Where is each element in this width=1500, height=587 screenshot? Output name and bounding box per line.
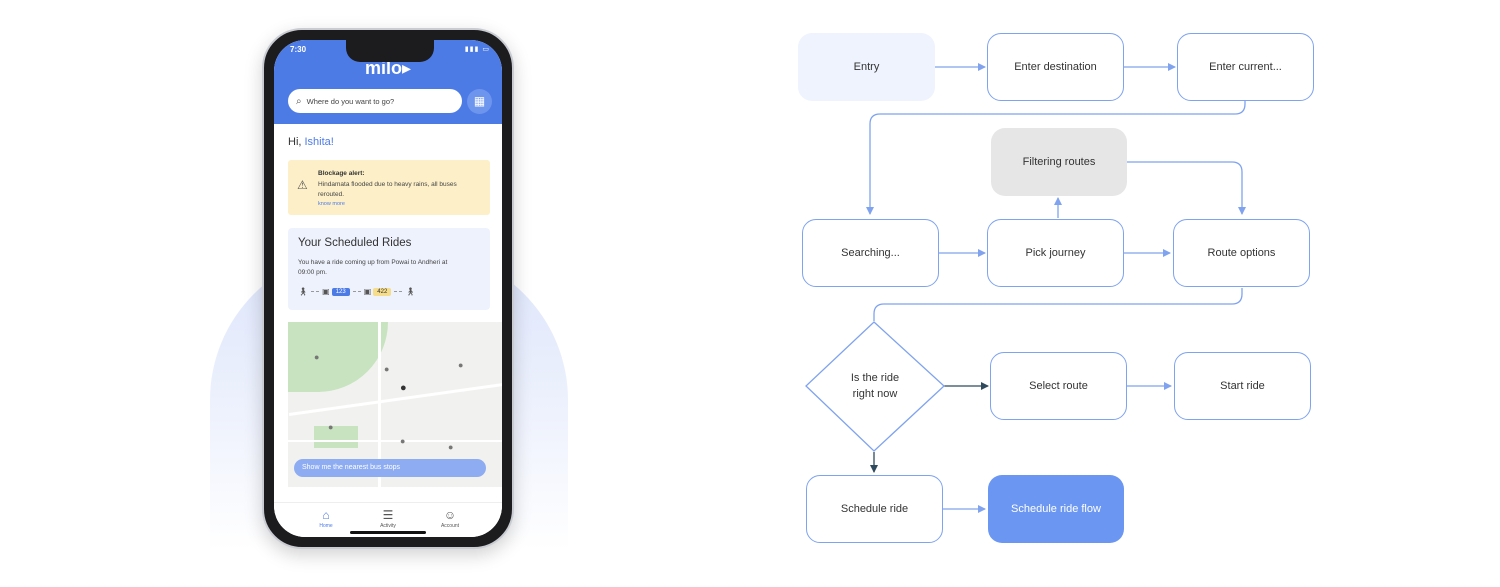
map-pin-icon: ● [328,422,334,432]
map-pin-icon: ● [400,436,406,446]
user-name: Ishita! [304,136,334,148]
greeting: Hi, Ishita! [288,136,334,148]
nearest-bus-stops-button[interactable]: Show me the nearest bus stops [294,459,486,477]
node-searching: Searching... [802,219,939,287]
signal-battery-icon: ▮▮▮ ▭ [464,46,490,53]
app-logo: milo▸ [364,58,412,78]
phone-notch [346,40,434,62]
nav-account[interactable]: ☺ Account [420,507,480,529]
search-placeholder: Where do you want to go? [306,96,395,106]
walk-icon: 🚶︎ [405,287,416,296]
node-entry: Entry [798,33,935,101]
node-enter-destination: Enter destination [987,33,1124,101]
map-pin-icon: ● [448,442,454,452]
blockage-alert: ⚠ Blockage alert: Hindamata flooded due … [288,160,490,215]
home-icon: ⌂ [322,508,330,522]
decision-label: Is the ride right now [850,372,900,400]
map-pin-icon: ● [314,352,320,362]
decision-diamond [805,321,945,452]
scheduled-rides-card[interactable]: Your Scheduled Rides You have a ride com… [288,228,490,310]
scheduled-description: You have a ride coming up from Powai to … [298,259,448,276]
bus-number-badge: 422 [373,287,392,296]
nav-home[interactable]: ⌂ Home [296,507,356,529]
location-pin-icon: ● [400,382,407,394]
node-route-options: Route options [1173,219,1310,287]
search-input[interactable]: ⌕ Where do you want to go? [288,89,462,113]
walk-icon: 🚶︎ [298,287,309,296]
node-schedule-ride-flow: Schedule ride flow [988,475,1124,543]
map-park [314,426,358,448]
map-road [288,440,502,442]
arrow-current-searching [866,100,1246,215]
account-icon: ☺ [443,508,457,522]
nav-activity[interactable]: ☰ Activity [358,507,418,529]
map-road [378,322,381,487]
bus-icon: ▣ [363,287,372,296]
bus-icon: ▣ [322,287,330,296]
map-pin-icon: ● [458,360,464,370]
qr-scan-icon[interactable]: ▦ [467,89,492,114]
activity-icon: ☰ [382,508,394,522]
map-view[interactable]: ● ● ● ● ● ● ● Show me the nearest bus st… [288,322,502,487]
arrow-options-decision [873,288,1243,321]
route-summary: 🚶︎ ▣ 123 ▣ 422 🚶︎ [298,287,415,296]
map-pin-icon: ● [384,364,390,374]
bus-number-badge: 123 [331,287,350,296]
arrow-filtering-options [1127,161,1246,215]
node-select-route: Select route [990,352,1127,420]
node-filtering-routes: Filtering routes [991,128,1127,196]
node-pick-journey: Pick journey [987,219,1124,287]
warning-icon: ⚠ [297,178,308,192]
status-time: 7:30 [290,45,307,54]
home-indicator [350,531,426,534]
node-enter-current: Enter current... [1177,33,1314,101]
search-icon: ⌕ [296,95,302,107]
node-schedule-ride: Schedule ride [806,475,943,543]
alert-body: Hindamata flooded due to heavy rains, al… [318,181,457,198]
alert-title: Blockage alert: [318,170,365,177]
know-more-link[interactable]: know more [318,201,345,207]
phone-frame: 7:30 ▮▮▮ ▭ milo▸ ⌕ Where do you want to … [262,28,514,549]
node-start-ride: Start ride [1174,352,1311,420]
phone-screen: 7:30 ▮▮▮ ▭ milo▸ ⌕ Where do you want to … [274,40,502,537]
scheduled-heading: Your Scheduled Rides [298,237,412,249]
